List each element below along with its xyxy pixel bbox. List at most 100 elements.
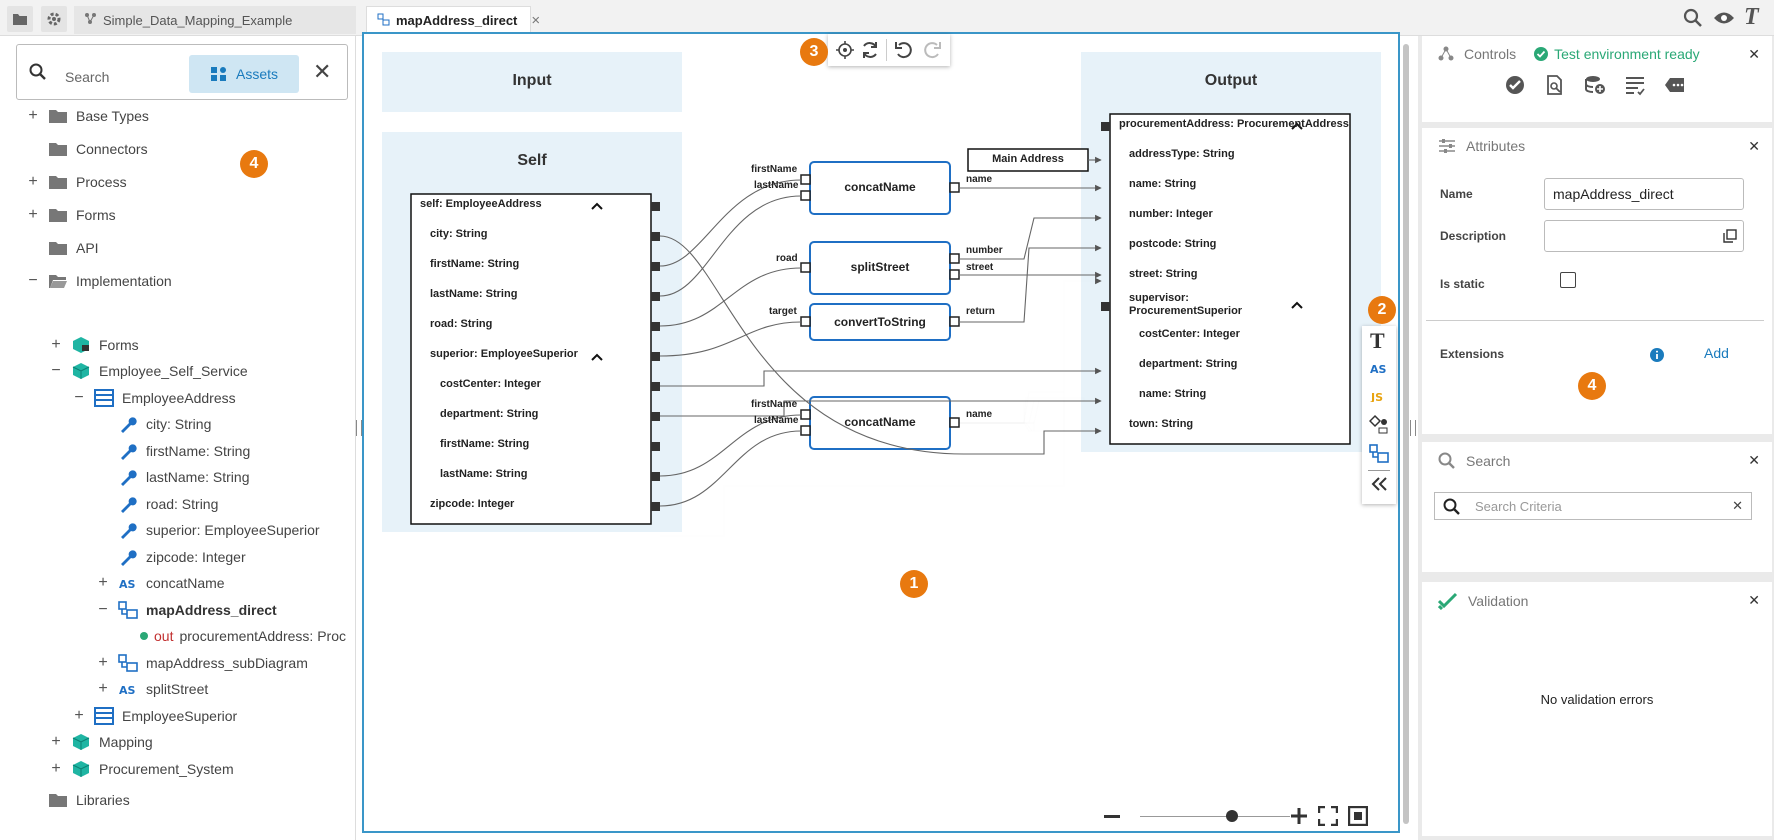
field-lastname[interactable]: lastName: String: [430, 288, 518, 300]
tab-map-address-direct[interactable]: mapAddress_direct ×: [366, 6, 540, 34]
tree-item-zipcode[interactable]: zipcode: Integer: [96, 546, 246, 568]
description-field[interactable]: [1544, 220, 1744, 252]
tree-item-forms[interactable]: + Forms: [26, 204, 115, 226]
assets-button[interactable]: Assets: [189, 55, 299, 93]
tree-item-mapping[interactable]: + Mapping: [49, 731, 153, 753]
field-city[interactable]: city: String: [430, 228, 488, 240]
field-town[interactable]: town: String: [1129, 418, 1194, 430]
gear-icon[interactable]: [41, 6, 67, 32]
right-splitter-handle[interactable]: [1410, 420, 1416, 436]
tree-item-procurement-system[interactable]: + Procurement_System: [49, 758, 234, 780]
field-address-type[interactable]: addressType: String: [1129, 148, 1235, 160]
mapping-canvas[interactable]: Input Self Output: [362, 32, 1400, 833]
tree-item-employee-self-service[interactable]: − Employee_Self_Service: [49, 360, 248, 382]
folder-icon[interactable]: [7, 6, 33, 32]
text-tool-icon[interactable]: T: [1744, 4, 1759, 30]
collapse-icon[interactable]: −: [74, 389, 84, 406]
field-costcenter[interactable]: costCenter: Integer: [1139, 328, 1240, 340]
expand-icon[interactable]: +: [28, 173, 38, 190]
mapping-diagram[interactable]: [364, 34, 1398, 831]
close-attributes-icon[interactable]: ✕: [1748, 138, 1760, 154]
expand-icon[interactable]: +: [74, 707, 84, 724]
clear-search-icon[interactable]: ✕: [313, 59, 332, 84]
output-node-box[interactable]: [1109, 113, 1351, 445]
refresh-icon[interactable]: [860, 40, 880, 60]
tree-item-api[interactable]: API: [26, 237, 99, 259]
is-static-checkbox[interactable]: [1560, 272, 1576, 288]
search-icon[interactable]: [1683, 8, 1703, 33]
field-postcode[interactable]: postcode: String: [1129, 238, 1217, 250]
tree-item-firstname[interactable]: firstName: String: [96, 440, 250, 462]
tree-item-connectors[interactable]: Connectors: [26, 138, 148, 160]
expand-icon[interactable]: +: [98, 680, 108, 697]
expand-icon[interactable]: +: [51, 733, 61, 750]
add-script-icon[interactable]: AS: [1369, 362, 1389, 374]
redo-icon[interactable]: [922, 41, 942, 59]
tree-item-superior[interactable]: superior: EmployeeSuperior: [96, 519, 320, 541]
collapse-icon[interactable]: −: [98, 601, 108, 618]
clear-criteria-icon[interactable]: ✕: [1732, 498, 1743, 513]
add-javascript-icon[interactable]: JS: [1369, 390, 1389, 402]
add-extension-link[interactable]: Add: [1704, 345, 1729, 361]
expand-icon[interactable]: +: [51, 336, 61, 353]
tree-item-employee-superior[interactable]: + EmployeeSuperior: [72, 705, 237, 727]
database-icon[interactable]: [1584, 74, 1606, 96]
collapse-icon[interactable]: −: [51, 362, 61, 379]
expand-icon[interactable]: +: [51, 760, 61, 777]
field-superior[interactable]: superior: EmployeeSuperior: [430, 348, 578, 360]
field-supervisor-name[interactable]: name: String: [1139, 388, 1207, 400]
field-firstname[interactable]: firstName: String: [430, 258, 520, 270]
field-name[interactable]: name: String: [1129, 178, 1197, 190]
center-view-icon[interactable]: [836, 41, 854, 59]
collapse-toolbar-icon[interactable]: [1370, 476, 1388, 492]
tab-simple-data-mapping[interactable]: Simple_Data_Mapping_Example: [74, 6, 356, 34]
tree-item-forms-secure[interactable]: + Forms: [49, 334, 139, 356]
tree-item-base-types[interactable]: + Base Types: [26, 105, 149, 127]
fit-view-icon[interactable]: [1348, 806, 1368, 826]
field-superior-lastname[interactable]: lastName: String: [440, 468, 528, 480]
field-superior-firstname[interactable]: firstName: String: [440, 438, 530, 450]
field-zipcode[interactable]: zipcode: Integer: [430, 498, 515, 510]
eye-icon[interactable]: [1713, 10, 1735, 31]
field-costcenter[interactable]: costCenter: Integer: [440, 378, 541, 390]
add-decision-icon[interactable]: [1369, 414, 1389, 434]
add-submapping-icon[interactable]: [1369, 444, 1389, 464]
field-department[interactable]: department: String: [440, 408, 539, 420]
expand-icon[interactable]: +: [28, 107, 38, 124]
field-self[interactable]: self: EmployeeAddress: [420, 198, 542, 210]
tree-item-lastname[interactable]: lastName: String: [96, 466, 249, 488]
info-icon[interactable]: [1650, 348, 1664, 362]
expand-icon[interactable]: +: [28, 206, 38, 223]
tree-item-road[interactable]: road: String: [96, 493, 218, 515]
tree-item-concatname[interactable]: + AS concatName: [96, 572, 224, 594]
field-department[interactable]: department: String: [1139, 358, 1238, 370]
validate-icon[interactable]: [1504, 74, 1526, 96]
inspect-icon[interactable]: [1544, 74, 1566, 96]
collapse-chevron-icon[interactable]: [591, 202, 603, 210]
asset-search-box[interactable]: Search Assets ✕: [16, 44, 348, 100]
tree-item-mapaddress-direct[interactable]: − mapAddress_direct: [96, 599, 277, 621]
collapse-chevron-icon[interactable]: [1291, 122, 1303, 130]
collapse-chevron-icon[interactable]: [591, 353, 603, 361]
field-procurement-address[interactable]: procurementAddress: ProcurementAddress: [1119, 118, 1349, 130]
tree-item-process[interactable]: + Process: [26, 171, 126, 193]
tree-item-city[interactable]: city: String: [96, 413, 211, 435]
tree-item-mapaddress-subdiagram[interactable]: + mapAddress_subDiagram: [96, 652, 308, 674]
mapping-connections[interactable]: [659, 156, 1102, 536]
field-number[interactable]: number: Integer: [1129, 208, 1213, 220]
add-text-icon[interactable]: T: [1370, 328, 1385, 353]
zoom-slider-handle[interactable]: [1226, 810, 1238, 822]
close-controls-icon[interactable]: ✕: [1748, 46, 1760, 62]
collapse-chevron-icon[interactable]: [1291, 301, 1303, 309]
field-supervisor[interactable]: supervisor:: [1129, 292, 1189, 304]
close-validation-icon[interactable]: ✕: [1748, 592, 1760, 608]
tree-item-splitstreet[interactable]: + AS splitStreet: [96, 678, 208, 700]
field-street[interactable]: street: String: [1129, 268, 1198, 280]
search-criteria-input[interactable]: Search Criteria ✕: [1434, 492, 1752, 520]
field-road[interactable]: road: String: [430, 318, 493, 330]
zoom-out-icon[interactable]: [1104, 815, 1120, 818]
name-field[interactable]: mapAddress_direct: [1544, 178, 1744, 210]
search-input[interactable]: Search: [65, 69, 110, 85]
undo-icon[interactable]: [894, 41, 914, 59]
expand-editor-icon[interactable]: [1723, 229, 1737, 243]
